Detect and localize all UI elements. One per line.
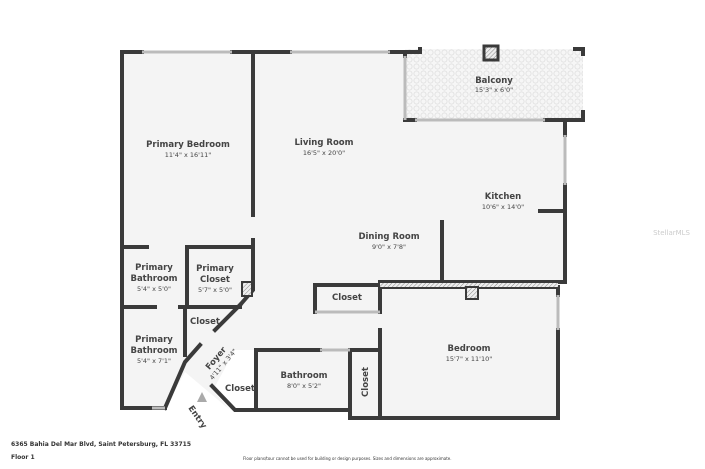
room-label: Balcony <box>475 76 513 86</box>
watermark: StellarMLS <box>653 229 690 237</box>
room-label: Living Room <box>295 138 354 148</box>
room-dimensions: 9'0" x 7'8" <box>372 243 406 251</box>
room-dimensions: 11'4" x 16'11" <box>165 151 211 159</box>
room-dimensions: 8'0" x 5'2" <box>287 382 321 390</box>
room-label: Closet <box>225 384 255 394</box>
room-dimensions: 5'7" x 5'0" <box>198 286 232 294</box>
room-label: Kitchen <box>485 192 521 202</box>
floor-area <box>122 52 565 418</box>
room-dimensions: 15'3" x 6'0" <box>475 86 513 94</box>
room-label: Closet <box>332 293 362 303</box>
room-label: Bedroom <box>447 344 490 354</box>
room-label: Bathroom <box>280 371 327 381</box>
windows <box>142 50 567 410</box>
disclaimer: Floor plans/tour cannot be used for buil… <box>243 456 452 461</box>
floor-label: Floor 1 <box>11 454 35 461</box>
room-label: Primary <box>135 263 173 273</box>
room-dimensions: 16'5" x 20'0" <box>303 149 345 157</box>
room-label: Closet <box>190 317 220 327</box>
room-label: Closet <box>200 275 230 285</box>
room-dimensions: 5'4" x 7'1" <box>137 357 171 365</box>
room-label: Primary <box>135 335 173 345</box>
room-label: Primary <box>196 264 234 274</box>
room-dimensions: 5'4" x 5'0" <box>137 285 171 293</box>
room-label: Closet <box>361 367 371 397</box>
room-label: Primary Bedroom <box>146 140 230 150</box>
room-label: Bathroom <box>130 274 177 284</box>
room-label: Bathroom <box>130 346 177 356</box>
address: 6365 Bahia Del Mar Blvd, Saint Petersbur… <box>11 441 192 448</box>
room-label: Dining Room <box>358 232 419 242</box>
walls <box>120 44 585 420</box>
entry-label: Entry <box>186 404 209 431</box>
room-dimensions: 15'7" x 11'10" <box>446 355 492 363</box>
room-dimensions: 10'6" x 14'0" <box>482 203 524 211</box>
entry-arrow-icon <box>197 392 207 402</box>
